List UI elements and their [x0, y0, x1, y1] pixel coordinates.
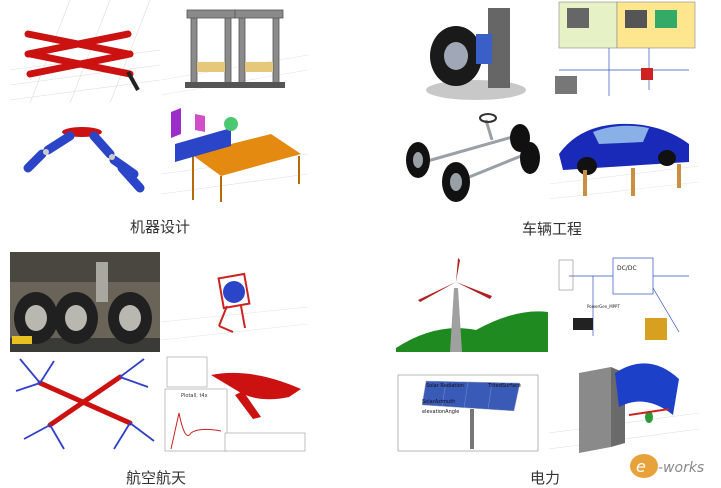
table-mechanism-tile	[161, 104, 308, 204]
circuit-tile: DC/DC PowerGen_MPPT	[549, 252, 699, 352]
robot-arm-tile	[10, 104, 160, 204]
solar-radiation-label: Solar Radiation	[426, 383, 464, 389]
elevation-angle-label: elevationAngle	[422, 409, 459, 415]
jet-icon: Plotall, t4x	[164, 356, 306, 452]
table-mechanism-icon	[161, 108, 308, 202]
robot-arm-icon	[23, 127, 145, 193]
vehicle-diagram-icon	[549, 0, 699, 103]
svg-text:-works: -works	[658, 460, 704, 476]
wind-turbine-tile	[396, 252, 548, 352]
circuit-icon: DC/DC PowerGen_MPPT	[558, 257, 689, 340]
solar-panel-tile: Solar Radiation TiltedSurface SolarAzimu…	[396, 353, 548, 453]
power-caption: 电力	[530, 469, 561, 487]
plot-title: Plotall, t4x	[181, 393, 208, 399]
chassis-icon	[406, 113, 540, 202]
circuit-mppt-label: PowerGen_MPPT	[587, 304, 620, 309]
lattice-structure-tile	[10, 353, 160, 453]
solar-panel-icon: Solar Radiation TiltedSurface SolarAzimu…	[397, 374, 539, 452]
aerospace-caption: 航空航天	[126, 469, 187, 487]
jet-tile: Plotall, t4x	[161, 353, 308, 453]
wheel-suspension-icon	[426, 8, 526, 100]
press-frame-icon	[161, 9, 308, 96]
landing-gear-icon	[10, 252, 160, 352]
chassis-tile	[396, 104, 548, 204]
circuit-dcdc-label: DC/DC	[617, 265, 637, 272]
e-works-logo: e -works	[628, 450, 714, 482]
solar-azimuth-label: SolarAzimuth	[422, 399, 455, 405]
power-generator-icon	[549, 363, 699, 453]
wind-turbine-icon	[396, 252, 548, 352]
svg-text:e: e	[636, 457, 646, 476]
pendulum-tile	[161, 252, 308, 352]
scissor-lift-tile	[10, 0, 160, 103]
car-model-tile	[549, 104, 699, 204]
scissor-lift-icon	[10, 0, 160, 103]
power-generator-tile	[549, 353, 699, 453]
vehicle-diagram-tile	[549, 0, 699, 103]
car-model-icon	[549, 123, 699, 200]
landing-gear-tile	[10, 252, 160, 352]
machine-design-caption: 机器设计	[130, 218, 191, 236]
pendulum-icon	[161, 272, 308, 341]
lattice-structure-icon	[15, 358, 155, 450]
tilted-surface-label: TiltedSurface	[487, 383, 521, 389]
press-frame-tile	[161, 0, 308, 103]
wheel-suspension-tile	[396, 0, 548, 103]
vehicle-engineering-caption: 车辆工程	[522, 220, 583, 238]
